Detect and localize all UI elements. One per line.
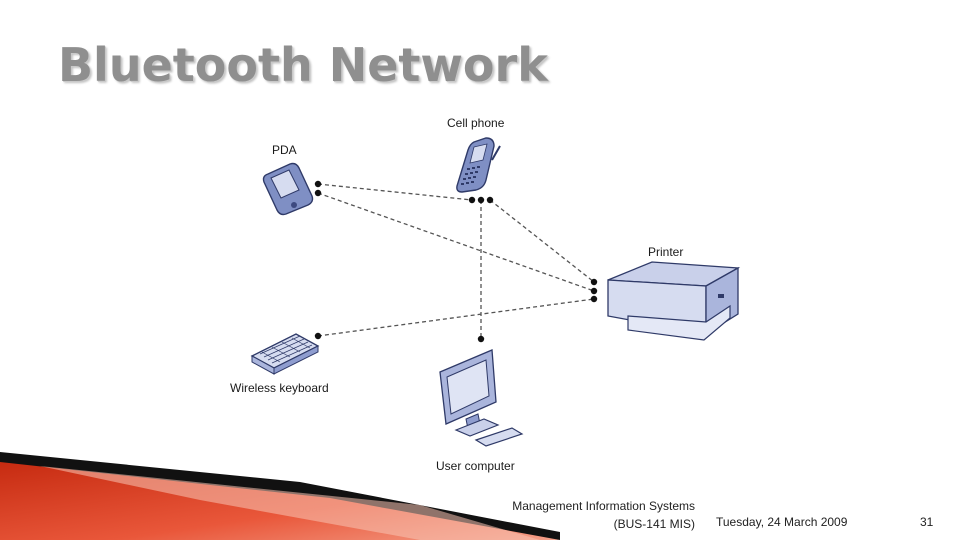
dot-printer-3 [590, 295, 598, 303]
dot-phone-2 [477, 196, 485, 204]
pda-label: PDA [272, 143, 297, 157]
footer-course-line2: (BUS-141 MIS) [613, 517, 695, 531]
footer-date: Tuesday, 24 March 2009 [716, 515, 848, 529]
footer-course: Management Information Systems (BUS-141 … [495, 497, 695, 533]
dot-phone-3 [486, 196, 494, 204]
footer-course-line1: Management Information Systems [512, 499, 695, 513]
slide-title: Bluetooth Network [58, 38, 548, 92]
keyboard-label: Wireless keyboard [230, 381, 329, 395]
dot-printer-1 [590, 278, 598, 286]
dot-keyboard [314, 332, 322, 340]
link-keyboard-printer [317, 298, 595, 337]
computer-icon [439, 349, 524, 447]
link-pda-phone [317, 183, 473, 201]
printer-icon [607, 261, 741, 341]
computer-label: User computer [436, 459, 515, 473]
cell-phone-icon [456, 137, 501, 193]
connection-links [317, 183, 595, 339]
dot-pda-2 [314, 189, 322, 197]
link-phone-printer [489, 199, 595, 283]
connection-dots [314, 180, 598, 343]
cell-phone-label: Cell phone [447, 116, 505, 130]
printer-label: Printer [648, 245, 683, 259]
link-pda-printer [317, 192, 595, 292]
dot-computer [477, 335, 485, 343]
dot-printer-2 [590, 287, 598, 295]
dot-pda-1 [314, 180, 322, 188]
keyboard-icon [250, 333, 320, 375]
dot-phone-1 [468, 196, 476, 204]
slide-number: 31 [920, 515, 934, 529]
pda-icon [262, 162, 314, 216]
